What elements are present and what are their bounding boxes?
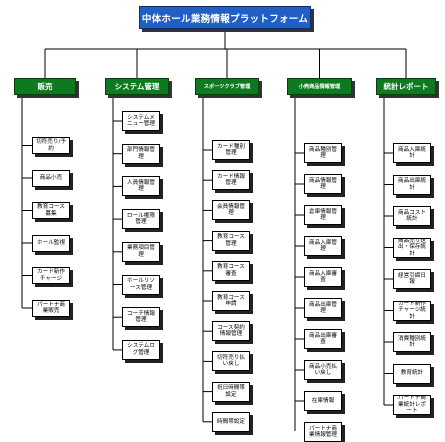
leaf-node: パートナ商業統計レポート xyxy=(393,395,431,415)
leaf-node: 商品出庫統計 xyxy=(393,174,431,195)
leaf-node: 商品入庫審査 xyxy=(304,267,342,287)
leaf-node: パートナ商業情報管理 xyxy=(304,422,342,442)
leaf-node: 教育コース募集 xyxy=(32,202,70,219)
leaf-node: ホール監視 xyxy=(32,234,70,252)
category-node: システム管理 xyxy=(105,78,169,95)
leaf-node: カード新作チャージ xyxy=(32,267,70,284)
leaf-node: カード新作チャージ統計 xyxy=(393,300,431,321)
leaf-node: 経営引締日報 xyxy=(393,269,431,289)
leaf-node: 人員情報管理 xyxy=(122,176,160,197)
leaf-node: 切符売り払い戻し xyxy=(212,351,250,372)
leaf-node: 商品入庫管理 xyxy=(304,236,342,256)
category-node: 販売 xyxy=(14,78,76,95)
leaf-node: 在庫情報 xyxy=(304,391,342,411)
leaf-node: 部門情報管理 xyxy=(122,143,160,164)
leaf-node: コース契約情報管理 xyxy=(212,321,250,342)
leaf-node: ロール権限管理 xyxy=(122,209,160,230)
leaf-node: 時間帯設定 xyxy=(212,411,250,432)
leaf-node: カード種別管理 xyxy=(212,140,250,160)
leaf-node: ホールリソース管理 xyxy=(122,274,160,295)
category-node: 小売商品情報管理 xyxy=(287,78,352,95)
leaf-node: 商品情報管理 xyxy=(304,174,342,194)
leaf-node: 消費種別統計 xyxy=(393,332,431,352)
leaf-node: 教育コース申請 xyxy=(212,291,250,311)
leaf-node: 商品出庫管理 xyxy=(304,298,342,318)
leaf-node: 倉庫情報管理 xyxy=(304,205,342,225)
leaf-node: 商品売り送出・保存統計 xyxy=(393,237,431,258)
leaf-node: 教育コース審査 xyxy=(212,260,250,281)
leaf-node: 商品小売払い戻し xyxy=(304,360,342,380)
leaf-node: 商品小売 xyxy=(32,169,70,187)
category-node: スポーツクラブ管理 xyxy=(195,78,259,95)
leaf-node: 教育統計 xyxy=(393,363,431,384)
leaf-node: 商品種別管理 xyxy=(304,143,342,163)
leaf-node: システムメニュー管理 xyxy=(122,111,160,131)
leaf-node: 商品出庫審査 xyxy=(304,329,342,349)
org-chart: 中体ホール業務情報プラットフォーム 販売切符売り/予約商品小売教育コース募集ホー… xyxy=(14,6,436,442)
leaf-node: 教育コース管理 xyxy=(212,230,250,251)
leaf-node: パートナ商業販売 xyxy=(32,299,70,317)
leaf-node: 業務項目管理 xyxy=(122,241,160,262)
leaf-node: 会員情報管理 xyxy=(212,200,250,221)
leaf-node: 商品コスト統計 xyxy=(393,206,431,226)
root-node: 中体ホール業務情報プラットフォーム xyxy=(139,6,311,29)
connector-lines xyxy=(21,29,407,431)
leaf-node: 祝日時間帯設定 xyxy=(212,381,250,402)
category-node: 統計レポート xyxy=(376,78,436,95)
leaf-node: 商品入庫統計 xyxy=(393,143,431,163)
leaf-node: システムログ管理 xyxy=(122,339,160,360)
leaf-node: カード情報管理 xyxy=(212,170,250,191)
leaf-node: コーチ情報管理 xyxy=(122,307,160,328)
leaf-node: 切符売り/予約 xyxy=(32,137,70,154)
